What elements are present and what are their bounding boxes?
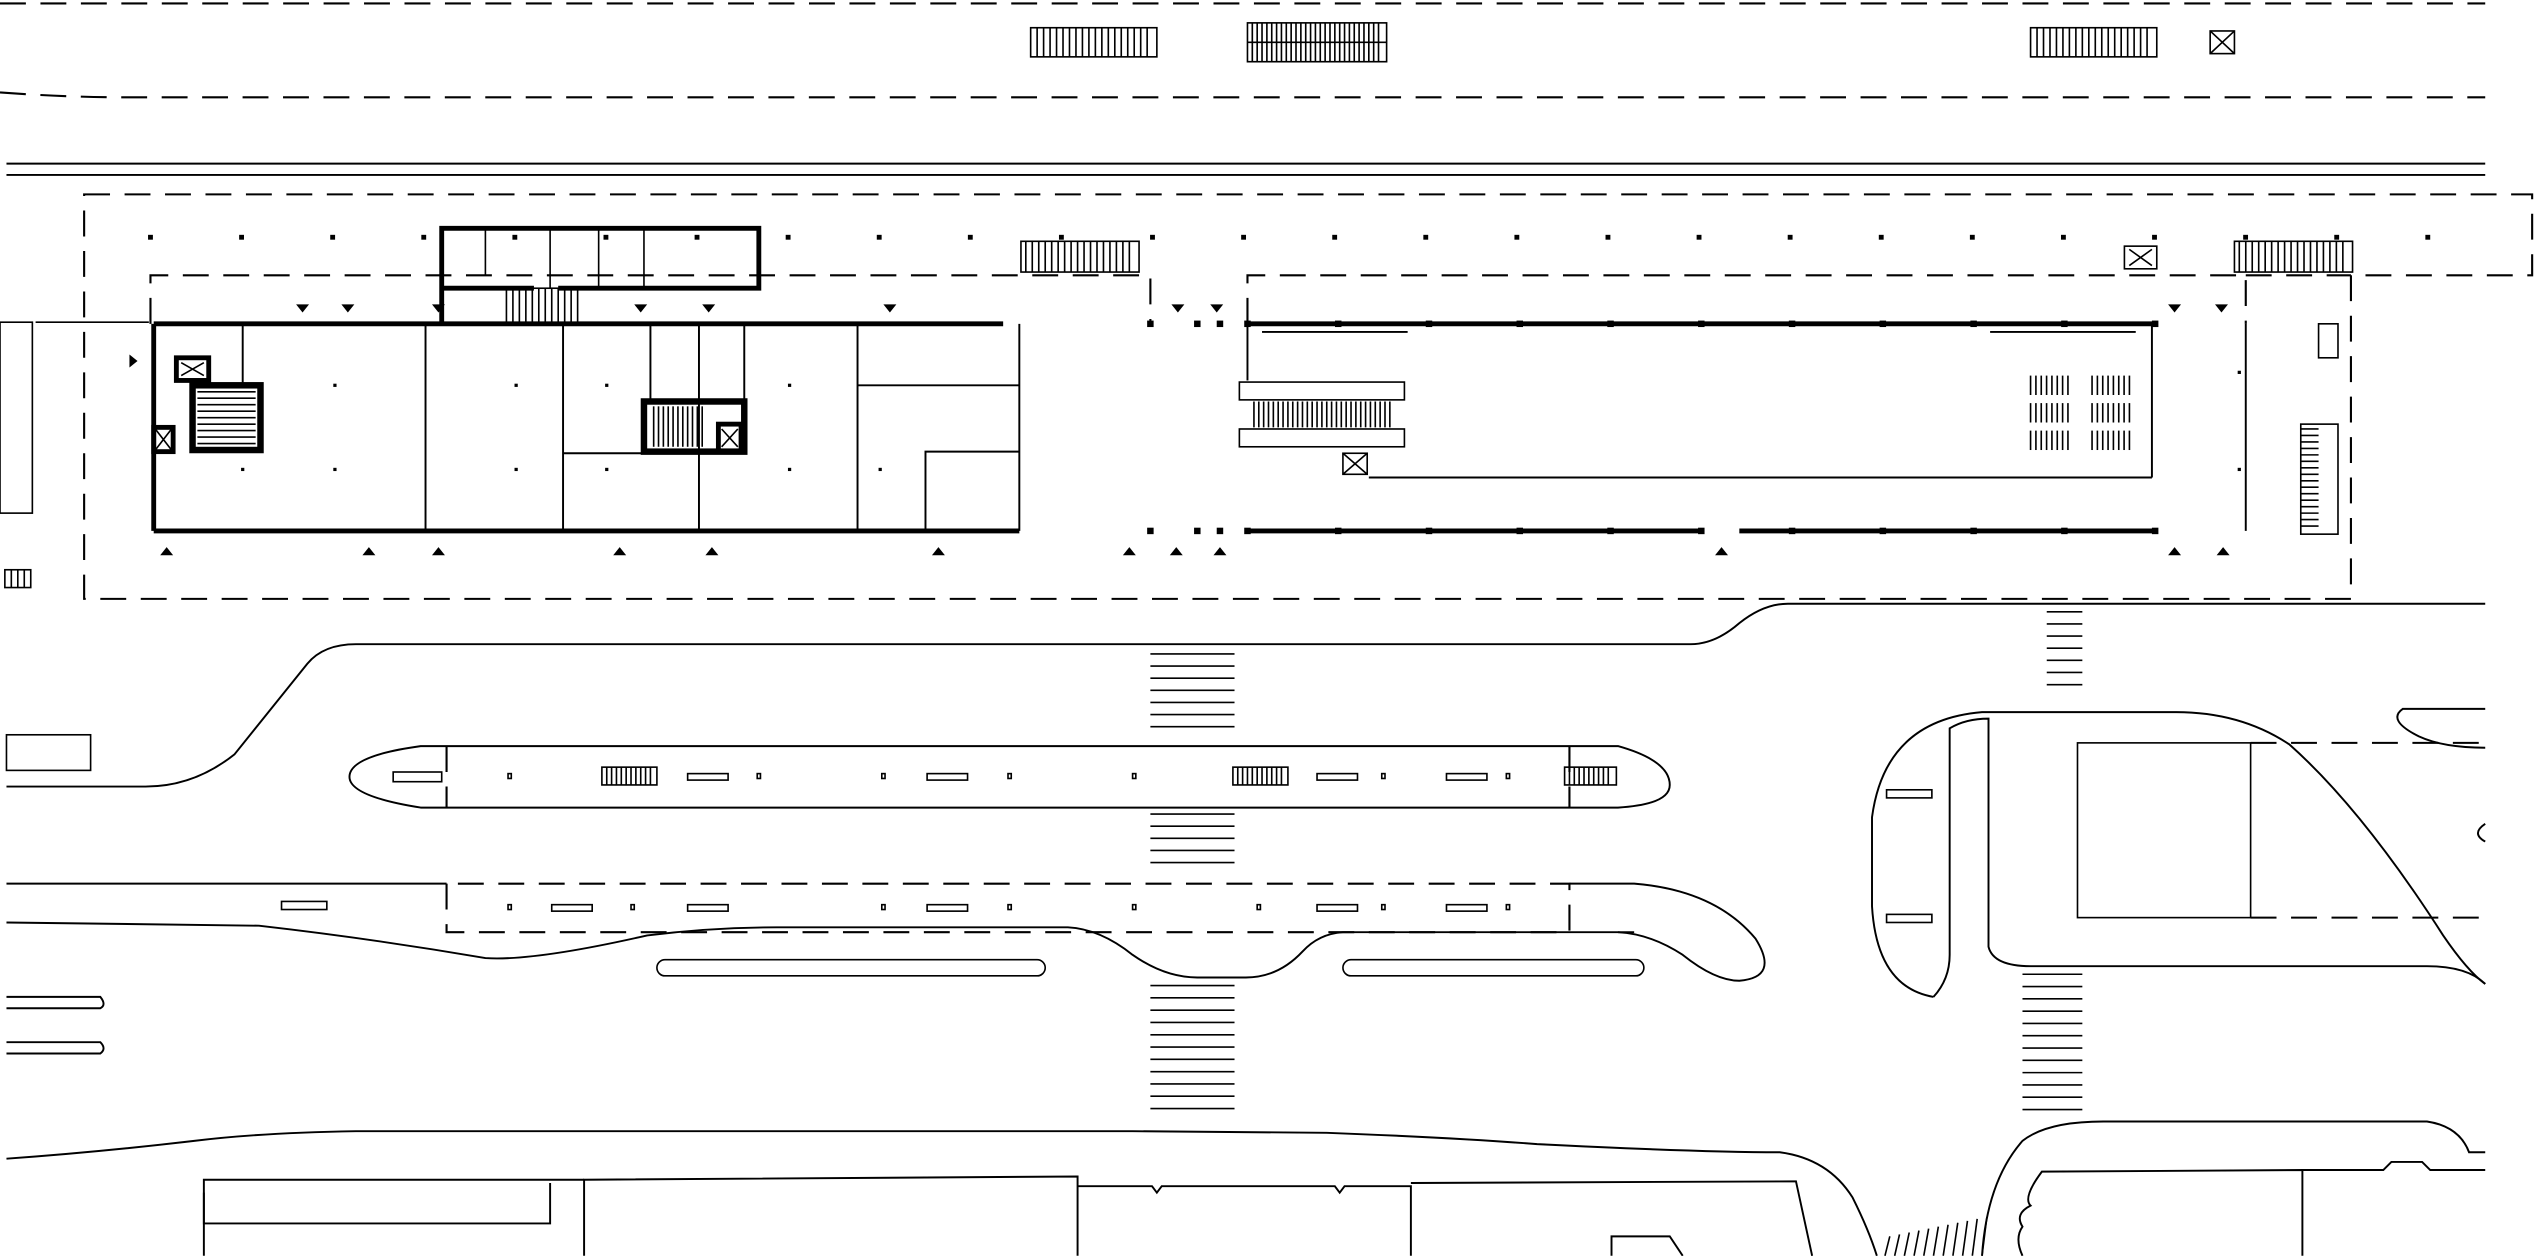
right-end-elements xyxy=(1020,240,2354,535)
elevator-icon xyxy=(151,355,744,455)
bus-platform-island xyxy=(280,745,1671,934)
right-hall-walls xyxy=(1246,321,2247,534)
annex-building xyxy=(439,225,762,325)
bottom-street-and-buildings xyxy=(6,1120,2486,1256)
interior-column-dots xyxy=(241,370,2241,472)
station-building-outline xyxy=(0,193,2534,600)
column-grid-top xyxy=(148,234,2431,535)
elevator-icon xyxy=(1342,452,1369,476)
road-edge-lines xyxy=(6,162,2486,176)
road-curbs xyxy=(5,602,2486,1055)
upper-platform-outline xyxy=(0,2,2486,99)
stair-core-middle xyxy=(640,398,748,455)
door-entry-markers xyxy=(129,304,2230,556)
escalator-group xyxy=(1238,381,1406,448)
stair-core-left xyxy=(189,382,264,454)
left-building-walls xyxy=(151,321,1021,534)
right-side-block xyxy=(1871,707,2486,998)
elevator-icon xyxy=(2209,30,2236,55)
bike-rack-symbol xyxy=(4,568,32,589)
seating-rows xyxy=(2029,375,2131,451)
pedestrian-crossings xyxy=(1150,611,2083,1111)
upper-stair-symbols xyxy=(1029,22,2158,63)
